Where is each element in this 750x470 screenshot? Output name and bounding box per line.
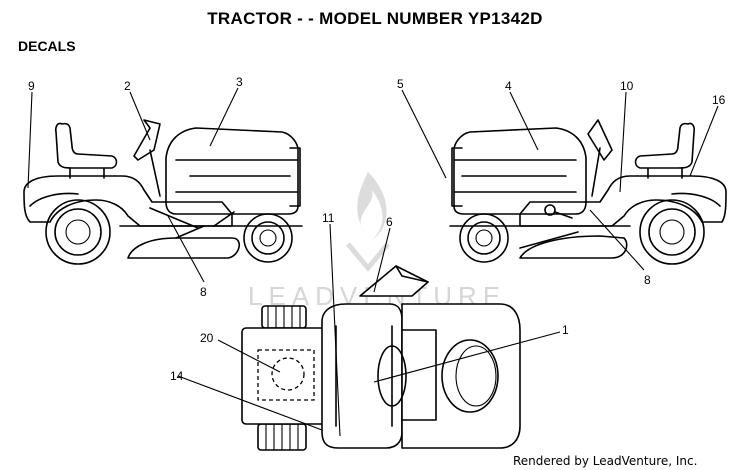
left-side-tractor xyxy=(23,119,303,265)
top-view-tractor xyxy=(241,265,521,451)
page-title: TRACTOR - - MODEL NUMBER YP1342D xyxy=(207,9,543,28)
callout-4: 4 xyxy=(505,79,512,93)
callout-16: 16 xyxy=(712,93,726,107)
callout-9: 9 xyxy=(28,79,35,93)
leader-lines xyxy=(27,87,719,437)
callout-6: 6 xyxy=(386,215,393,229)
section-heading: DECALS xyxy=(18,38,76,54)
callout-8-left: 8 xyxy=(200,285,207,299)
callout-labels: 9 2 3 8 5 4 10 16 8 11 6 1 20 14 xyxy=(28,75,726,383)
credit-text: Rendered by LeadVenture, Inc. xyxy=(513,454,698,468)
callout-11: 11 xyxy=(322,211,335,225)
callout-14: 14 xyxy=(170,369,184,383)
callout-20: 20 xyxy=(200,331,214,345)
callout-2: 2 xyxy=(124,79,131,93)
callout-10: 10 xyxy=(620,79,634,93)
callout-5: 5 xyxy=(397,77,404,91)
callout-1: 1 xyxy=(562,323,569,337)
callout-3: 3 xyxy=(236,75,243,89)
right-side-tractor xyxy=(449,119,727,265)
callout-8-right: 8 xyxy=(644,273,651,287)
